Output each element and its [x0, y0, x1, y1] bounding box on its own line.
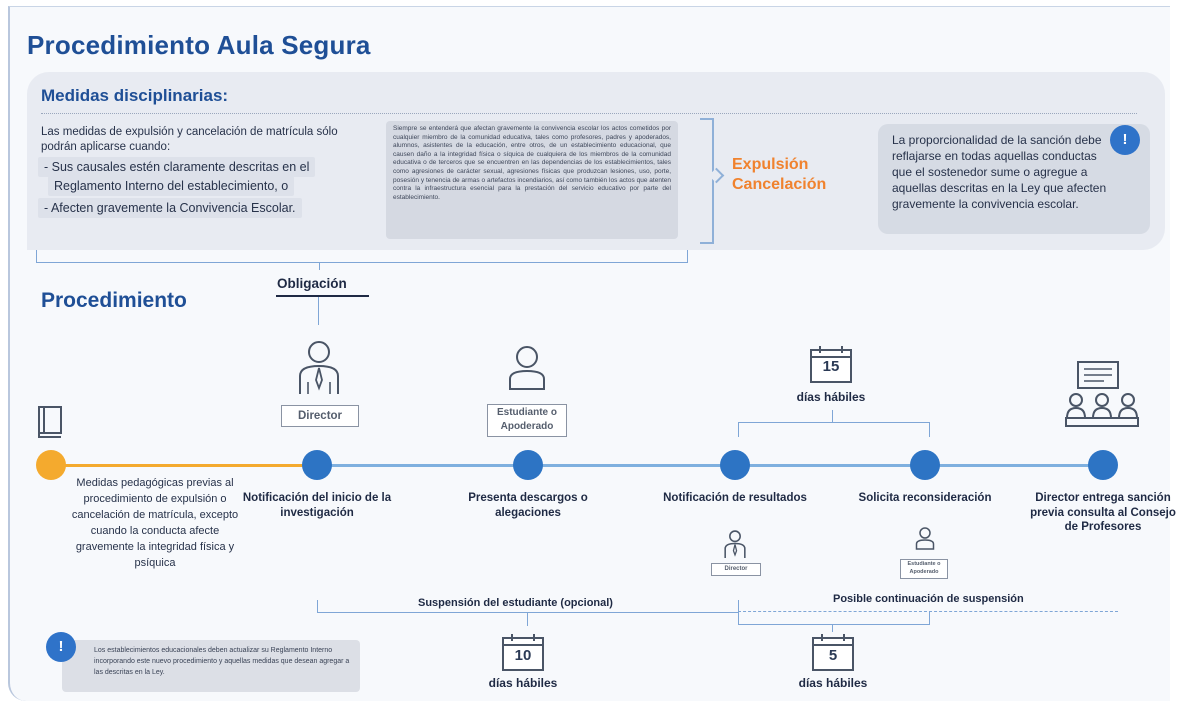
convivencia-definition: Siempre se entenderá que afectan graveme… [386, 121, 678, 239]
timeline-node-descargos [513, 450, 543, 480]
days-bottom-1-label: días hábiles [488, 676, 558, 690]
days-top-value: 15 [822, 358, 840, 375]
days-bottom-1-value: 10 [514, 647, 532, 664]
step-resultados: Notificación de resultados [663, 492, 807, 504]
role-estudiante: Estudiante o Apoderado [487, 404, 567, 437]
step-notificacion-inicio: Notificación del inicio de la investigac… [242, 492, 392, 519]
continuation-dashed-line [738, 611, 1118, 612]
notice-text: Los establecimientos educacionales deben… [94, 647, 350, 676]
student-icon [505, 343, 549, 391]
council-meeting-icon [1064, 360, 1140, 430]
notice-warning-icon: ! [46, 632, 76, 662]
director-small-icon [722, 529, 748, 559]
procedimiento-heading: Procedimiento [41, 289, 187, 312]
sanction-brace [700, 118, 714, 244]
sanction-expulsion: Expulsión [732, 156, 809, 173]
medidas-intro: Las medidas de expulsión y cancelación d… [41, 126, 338, 153]
proportionality-text: La proporcionalidad de la sanción debe r… [892, 133, 1107, 211]
suspension-bracket [317, 600, 739, 613]
warning-icon: ! [1110, 125, 1140, 155]
timeline-node-reconsideracion [910, 450, 940, 480]
dotted-divider [41, 113, 1137, 114]
suspension-label: Suspensión del estudiante (opcional) [418, 597, 613, 609]
days-bottom-2-label: días hábiles [798, 676, 868, 690]
obligation-bracket [36, 250, 688, 263]
proportionality-box [878, 124, 1150, 234]
continuation-label: Posible continuación de suspensión [833, 593, 1024, 605]
causal-bullet-1b: Reglamento Interno del establecimiento, … [48, 176, 295, 196]
days-15-bracket [738, 422, 930, 437]
timeline-node-sancion [1088, 450, 1118, 480]
notice-box [62, 640, 360, 692]
calendar-icon [808, 344, 854, 384]
obligacion-underline [276, 295, 369, 297]
director-icon [296, 338, 342, 396]
timeline-node-start [36, 450, 66, 480]
causal-bullet-2: - Afecten gravemente la Convivencia Esco… [38, 198, 302, 218]
page-title: Procedimiento Aula Segura [27, 30, 371, 60]
timeline-start-segment [50, 464, 318, 467]
days-bottom-2-value: 5 [828, 647, 838, 664]
role-estudiante-small: Estudiante o Apoderado [900, 559, 948, 579]
timeline-main-segment [318, 464, 1104, 467]
step-descargos: Presenta descargos o alegaciones [468, 492, 588, 519]
causal-bullet-1a: - Sus causales estén claramente descrita… [38, 157, 316, 177]
step-reconsideracion: Solicita reconsideración [858, 492, 992, 504]
timeline-node-resultados [720, 450, 750, 480]
medidas-heading: Medidas disciplinarias: [41, 86, 229, 105]
days-top-label: días hábiles [796, 390, 866, 404]
sanction-cancelacion: Cancelación [732, 176, 827, 193]
role-director: Director [281, 405, 359, 427]
days-15-stem [832, 410, 833, 422]
timeline-node-notificacion-inicio [302, 450, 332, 480]
book-icon [36, 404, 68, 440]
calendar-5-icon [810, 632, 856, 672]
pre-measures-text: Medidas pedagógicas previas al procedimi… [71, 477, 239, 569]
step-sancion: Director entrega sanción previa consulta… [1030, 492, 1176, 533]
role-director-small: Director [711, 563, 761, 576]
student-small-icon [914, 526, 936, 550]
bracket-stem [319, 262, 320, 270]
continuation-bracket [738, 612, 930, 625]
continuation-stem [832, 624, 833, 632]
obligacion-label: Obligación [277, 276, 347, 291]
calendar-10-icon [500, 632, 546, 672]
suspension-stem [527, 612, 528, 626]
obligacion-connector [318, 297, 319, 325]
